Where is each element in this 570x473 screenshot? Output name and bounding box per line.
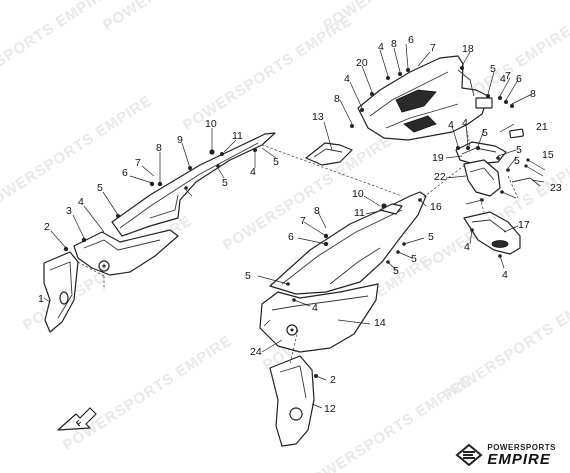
label-6: 6: [122, 167, 128, 179]
part-12-lower-front-panel: [269, 355, 315, 447]
part-17-rear-panel: [463, 211, 521, 255]
part-13-center-panel: [305, 142, 353, 166]
part-16-main-side-panel: [269, 191, 427, 295]
label-5: 5: [222, 177, 228, 189]
part-22-tail-piece: [463, 159, 501, 197]
label-11: 11: [232, 130, 243, 142]
label-13: 13: [312, 111, 324, 123]
label-5: 5: [428, 231, 434, 243]
part-23-wire-clip: [511, 177, 541, 187]
label-5: 5: [245, 270, 251, 282]
label-10: 10: [352, 188, 364, 200]
label-5: 5: [97, 182, 103, 194]
brand-logo: POWERSPORTS EMPIRE: [455, 443, 556, 467]
brand-bottom-text: EMPIRE: [487, 450, 551, 468]
label-4: 4: [378, 41, 384, 53]
label-6: 6: [516, 73, 522, 85]
label-23: 23: [550, 182, 562, 194]
label-6: 6: [288, 231, 294, 243]
part-15-screw-set: [524, 158, 546, 177]
label-7: 7: [300, 215, 306, 227]
label-2: 2: [44, 221, 50, 233]
label-14: 14: [374, 317, 386, 329]
part-21-clip: [509, 128, 524, 139]
front-arrow-label: F: [74, 418, 84, 428]
label-1: 1: [38, 293, 44, 305]
label-15: 15: [542, 149, 554, 161]
label-5: 5: [516, 144, 522, 156]
label-5: 5: [490, 63, 496, 75]
part-1-front-lower-panel: [43, 251, 79, 333]
part-9-side-rail: [111, 132, 276, 237]
label-4: 4: [448, 119, 454, 131]
label-4: 4: [312, 302, 318, 314]
label-10: 10: [205, 118, 217, 130]
label-8: 8: [314, 205, 320, 217]
label-24: 24: [250, 346, 262, 358]
leader-lines: [43, 43, 545, 409]
label-7: 7: [505, 70, 511, 82]
label-5: 5: [514, 155, 520, 167]
label-20: 20: [356, 57, 368, 69]
label-19: 19: [432, 152, 444, 164]
label-4: 4: [250, 166, 256, 178]
label-8: 8: [530, 88, 536, 100]
label-7: 7: [135, 157, 141, 169]
label-2: 2: [330, 374, 336, 386]
label-3: 3: [66, 205, 72, 217]
label-22: 22: [434, 171, 446, 183]
part-3-side-panel: [73, 229, 179, 276]
label-12: 12: [324, 403, 336, 415]
label-4: 4: [462, 117, 468, 129]
label-9: 9: [177, 134, 183, 146]
label-4: 4: [78, 196, 84, 208]
label-8: 8: [156, 142, 162, 154]
label-5: 5: [393, 265, 399, 277]
label-11: 11: [354, 207, 365, 219]
label-5: 5: [482, 127, 488, 139]
part-number-labels: 1 2 3 4 5 6 7 8 9 10 11 4 5 5 13 8 4 20 …: [38, 34, 562, 415]
label-5: 5: [273, 156, 279, 168]
label-8: 8: [334, 93, 340, 105]
fasteners: [63, 66, 514, 378]
part-18-rear-frame: [357, 55, 493, 141]
label-7: 7: [430, 42, 436, 54]
label-4: 4: [500, 73, 506, 85]
label-18: 18: [462, 43, 474, 55]
label-4: 4: [464, 241, 470, 253]
label-8: 8: [391, 38, 397, 50]
label-6: 6: [408, 34, 414, 46]
label-4: 4: [344, 73, 350, 85]
brand-top-text: POWERSPORTS: [487, 442, 556, 452]
label-4: 4: [502, 269, 508, 281]
front-direction-arrow: F: [57, 407, 97, 431]
label-21: 21: [536, 121, 548, 133]
label-5: 5: [411, 253, 417, 265]
label-16: 16: [430, 201, 442, 213]
empire-logo-icon: [455, 443, 483, 467]
part-14-lower-panel: [259, 283, 379, 353]
label-17: 17: [518, 219, 530, 231]
